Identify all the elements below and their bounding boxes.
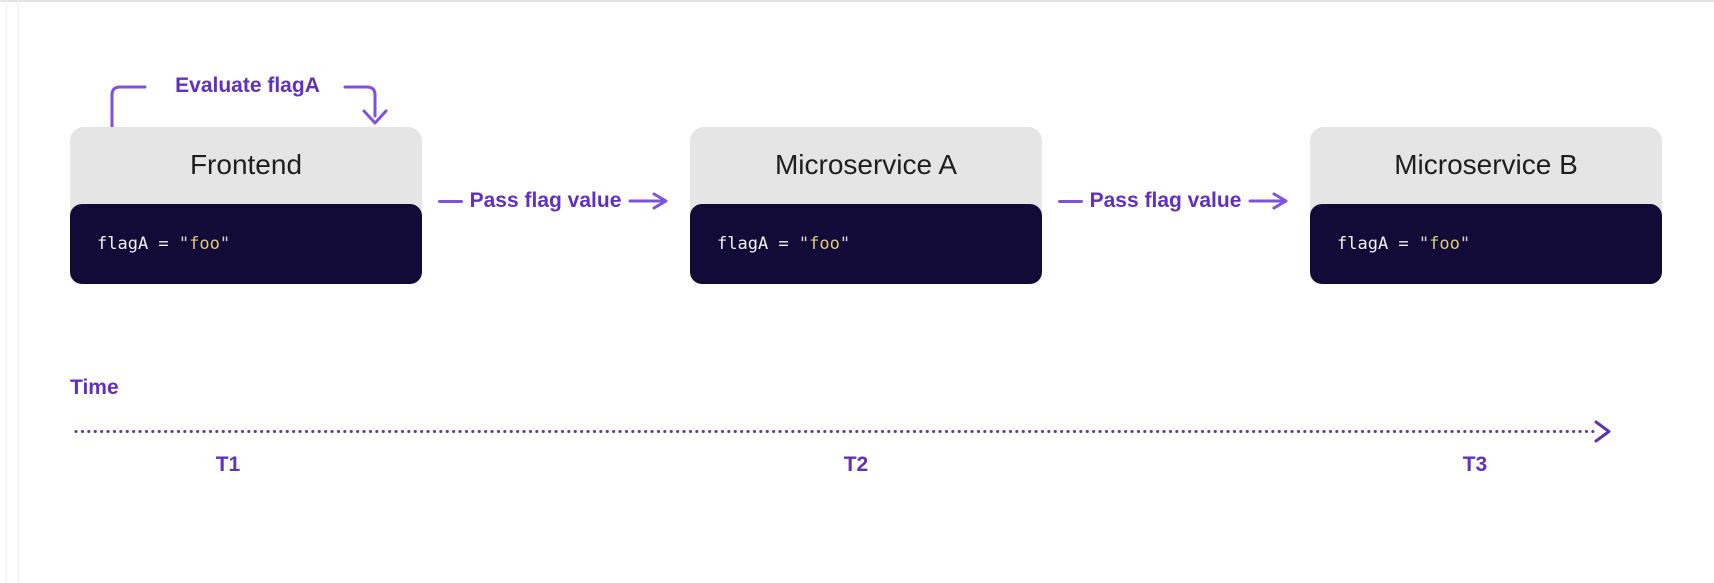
code-open-quote: " [1418, 234, 1430, 254]
code-assignment: flagA = [97, 234, 179, 254]
service-box-microservice-a: Microservice A flagA = "foo" [690, 127, 1042, 284]
code-assignment: flagA = [1337, 234, 1419, 254]
tick-t3: T3 [1462, 453, 1488, 476]
pass-flag-label: Pass flag value [1089, 189, 1242, 212]
evaluate-flag-label: Evaluate flagA [175, 74, 320, 97]
code-block: flagA = "foo" [70, 204, 422, 284]
service-box-frontend: Frontend flagA = "foo" [70, 127, 422, 284]
code-close-quote: " [1459, 234, 1471, 254]
timeline-arrow-icon [1594, 420, 1611, 443]
arrow-right-icon [1248, 192, 1288, 210]
page-left-border-inner [18, 0, 19, 583]
code-string-value: foo [809, 234, 840, 254]
service-title: Frontend [70, 127, 422, 216]
code-close-quote: " [839, 234, 851, 254]
page-left-border [6, 0, 7, 583]
code-assignment: flagA = [717, 234, 799, 254]
tick-t2: T2 [843, 453, 869, 476]
tick-t1: T1 [215, 453, 241, 476]
pass-flag-connector-1: Pass flag value [422, 186, 690, 216]
code-open-quote: " [798, 234, 810, 254]
connector-line [1057, 199, 1083, 203]
pass-flag-label: Pass flag value [469, 189, 622, 212]
evaluate-bracket-left [110, 85, 147, 129]
evaluate-bracket-right [343, 85, 377, 118]
connector-line [437, 199, 463, 203]
arrow-right-icon [628, 192, 668, 210]
service-box-microservice-b: Microservice B flagA = "foo" [1310, 127, 1662, 284]
evaluate-bracket-arrow [110, 85, 388, 129]
code-close-quote: " [219, 234, 231, 254]
service-title: Microservice B [1310, 127, 1662, 216]
code-block: flagA = "foo" [1310, 204, 1662, 284]
timeline-label: Time [70, 376, 119, 399]
pass-flag-connector-2: Pass flag value [1042, 186, 1310, 216]
code-string-value: foo [189, 234, 220, 254]
code-block: flagA = "foo" [690, 204, 1042, 284]
timeline-axis [74, 420, 1611, 443]
code-string-value: foo [1429, 234, 1460, 254]
code-open-quote: " [178, 234, 190, 254]
page-top-border [0, 0, 1714, 2]
arrow-down-icon [362, 109, 388, 125]
service-title: Microservice A [690, 127, 1042, 216]
